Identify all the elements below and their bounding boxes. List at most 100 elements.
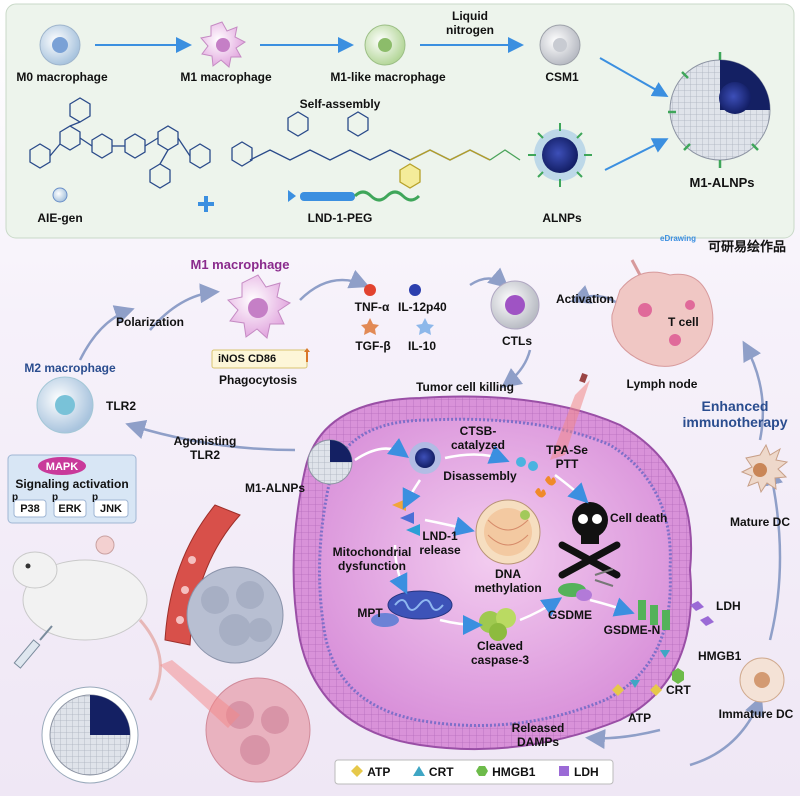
label-immature-dc: Immature DC bbox=[718, 707, 794, 721]
label-tlr2: TLR2 bbox=[106, 399, 136, 413]
label-activation: Activation bbox=[555, 292, 615, 306]
m1-alnps-large-icon bbox=[668, 52, 771, 168]
label-released-damps: Released DAMPs bbox=[511, 721, 565, 749]
syringe-icon bbox=[13, 625, 53, 669]
label-jnk: JNK bbox=[99, 503, 123, 515]
legend-label: HMGB1 bbox=[492, 765, 536, 779]
skull-crossbones-icon bbox=[558, 502, 621, 579]
mature-dc-icon bbox=[740, 443, 789, 494]
up-arrow-icon bbox=[304, 348, 310, 362]
label-il12p40: IL-12p40 bbox=[398, 300, 447, 314]
tumor-closeup-icon bbox=[205, 677, 311, 783]
label-ctls: CTLs bbox=[502, 334, 532, 348]
legend-label: ATP bbox=[367, 765, 391, 779]
label-cleaved-caspase-3: Cleaved caspase-3 bbox=[470, 639, 530, 667]
lnd-release-icon bbox=[392, 499, 420, 536]
mitochondria-icon bbox=[371, 590, 453, 627]
lymph-node-icon bbox=[611, 259, 714, 367]
legend-label: LDH bbox=[574, 765, 599, 779]
aie-gen-icon bbox=[52, 187, 68, 203]
label-self-assembly: Self-assembly bbox=[299, 97, 381, 111]
label-p-2: p bbox=[52, 492, 59, 503]
label-m1-alnps-top: M1-ALNPs bbox=[689, 175, 755, 190]
label-p-3: p bbox=[92, 492, 99, 503]
legend-item-crt: CRT bbox=[412, 765, 454, 780]
label-liquid-nitrogen: Liquid nitrogen bbox=[446, 9, 494, 37]
label-il10: IL-10 bbox=[408, 339, 437, 353]
label-erk: ERK bbox=[58, 503, 82, 515]
tnf-alpha-icon bbox=[364, 284, 376, 296]
label-mature-dc: Mature DC bbox=[729, 515, 791, 529]
gsdme-n-pore-icon bbox=[612, 600, 714, 696]
label-p-1: p bbox=[12, 492, 19, 503]
label-inos-cd86: iNOS CD86 bbox=[218, 353, 277, 365]
mouse-icon bbox=[12, 535, 162, 701]
synthesis-panel bbox=[5, 3, 795, 239]
m1-like-macrophage-icon bbox=[364, 24, 406, 66]
label-t-cell: T cell bbox=[668, 315, 699, 329]
label-agonisting-tlr2: Agonisting TLR2 bbox=[173, 434, 237, 462]
immature-dc-icon bbox=[739, 657, 785, 703]
label-tumor-cell-killing: Tumor cell killing bbox=[416, 380, 514, 394]
legend-label: CRT bbox=[428, 765, 454, 779]
legend-item-atp: ATP bbox=[351, 764, 391, 780]
plus-icon bbox=[198, 196, 214, 212]
alnps-icon bbox=[528, 123, 592, 187]
laser-beam bbox=[550, 380, 590, 460]
label-polarization: Polarization bbox=[115, 315, 185, 329]
label-gsdme: GSDME bbox=[547, 608, 593, 622]
m0-macrophage-icon bbox=[39, 24, 81, 66]
legend-triangle-icon bbox=[412, 765, 425, 780]
label-tpa-se-ptt: TPA-Se PTT bbox=[546, 443, 588, 471]
label-m1-macrophage-lower: M1 macrophage bbox=[190, 257, 290, 272]
label-aie-gen: AIE-gen bbox=[37, 211, 83, 225]
lnd-peg-structure bbox=[231, 111, 521, 189]
legend bbox=[334, 759, 614, 785]
label-alnps: ALNPs bbox=[542, 211, 582, 225]
brand-name: 可研易绘作品 bbox=[708, 239, 787, 254]
il10-icon bbox=[416, 318, 434, 335]
legend-items: ATP CRT HMGB1 LDH bbox=[340, 762, 610, 782]
label-m2-macrophage: M2 macrophage bbox=[24, 361, 116, 375]
label-csm1: CSM1 bbox=[545, 70, 579, 84]
label-lnd-release: LND-1 release bbox=[419, 529, 461, 557]
label-m1-like-macrophage: M1-like macrophage bbox=[330, 70, 446, 84]
lnd-peg-icon bbox=[288, 190, 421, 202]
label-atp: ATP bbox=[628, 711, 652, 725]
label-dna-methylation: DNA methylation bbox=[474, 567, 542, 595]
label-p38: P38 bbox=[20, 503, 40, 515]
brand-logo: eDrawing bbox=[660, 234, 697, 243]
legend-diamond-icon bbox=[351, 764, 364, 780]
legend-hexagon-icon bbox=[476, 765, 489, 780]
legend-item-hmgb1: HMGB1 bbox=[476, 765, 535, 780]
label-mpt: MPT bbox=[357, 606, 383, 620]
blood-vessel-icon bbox=[164, 504, 241, 646]
label-disassembly: Disassembly bbox=[443, 469, 517, 483]
label-crt: CRT bbox=[666, 683, 691, 697]
label-cell-death: Cell death bbox=[610, 511, 668, 525]
label-gsdme-n: GSDME-N bbox=[603, 623, 661, 637]
mapk-badge bbox=[38, 457, 86, 475]
label-signaling-activation: Signaling activation bbox=[15, 477, 129, 491]
m1-macrophage-icon bbox=[200, 21, 246, 68]
tgf-beta-icon bbox=[361, 318, 379, 335]
il12p40-icon bbox=[409, 284, 421, 296]
nucleus-icon bbox=[475, 499, 541, 565]
disassembly-np-icon bbox=[409, 442, 441, 474]
laser-beam-lower bbox=[160, 660, 240, 728]
label-lnd-peg: LND-1-PEG bbox=[307, 211, 373, 225]
label-mitochondrial-dysfunction: Mitochondrial dysfunction bbox=[332, 545, 412, 573]
label-m0-macrophage: M0 macrophage bbox=[16, 70, 108, 84]
label-tgf-beta: TGF-β bbox=[355, 339, 391, 353]
label-m1-alnps-entry: M1-ALNPs bbox=[244, 481, 306, 495]
aie-gen-structure bbox=[29, 97, 211, 189]
m2-macrophage-icon bbox=[36, 376, 94, 434]
label-hmgb1: HMGB1 bbox=[698, 649, 742, 663]
ctls-icon bbox=[490, 280, 540, 330]
label-ctsb-catalyzed: CTSB- catalyzed bbox=[450, 424, 506, 452]
m1-alnp-entry-icon bbox=[307, 439, 353, 485]
legend-item-ldh: LDH bbox=[558, 765, 599, 780]
label-lymph-node: Lymph node bbox=[626, 377, 698, 391]
csm1-icon bbox=[539, 24, 581, 66]
